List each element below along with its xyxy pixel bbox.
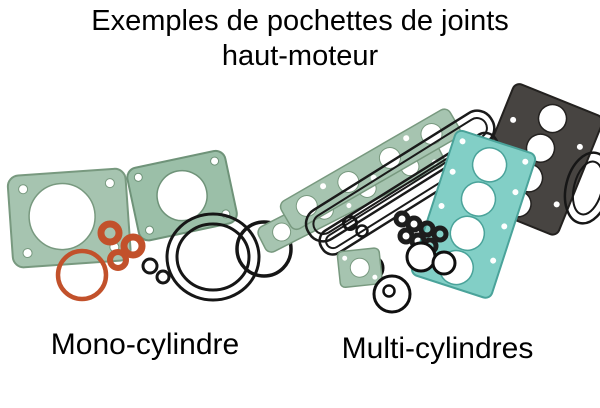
caption-multi-cylinder: Multi-cylindres	[341, 332, 534, 365]
oil-seal-icon	[372, 274, 412, 314]
black-oring-icon	[235, 220, 293, 278]
small-black-orings-icon	[141, 257, 171, 285]
orange-orings-icon	[97, 220, 146, 271]
green-strip-gasket-icon	[279, 108, 462, 231]
mono-head-gasket-icon	[6, 167, 132, 269]
small-black-orings-icon	[342, 215, 369, 238]
mono-base-gasket-icon	[126, 149, 238, 242]
figure-title: Exemples de pochettes de joints haut-mot…	[0, 4, 600, 74]
figure-title-line1: Exemples de pochettes de joints	[91, 5, 509, 37]
mono-cylinder-gasket-group	[6, 149, 293, 302]
orange-seal-ring-icon	[55, 248, 109, 302]
valve-cover-gasket-icon	[304, 109, 496, 243]
large-black-oring-icon	[165, 212, 261, 302]
multi-cylinder-gasket-group	[257, 83, 600, 314]
caption-mono-cylinder: Mono-cylindre	[50, 328, 240, 361]
figure-title-line2: haut-moteur	[221, 39, 379, 72]
small-green-gasket-icon	[336, 247, 383, 289]
rocker-cover-gasket-icon	[563, 151, 600, 225]
